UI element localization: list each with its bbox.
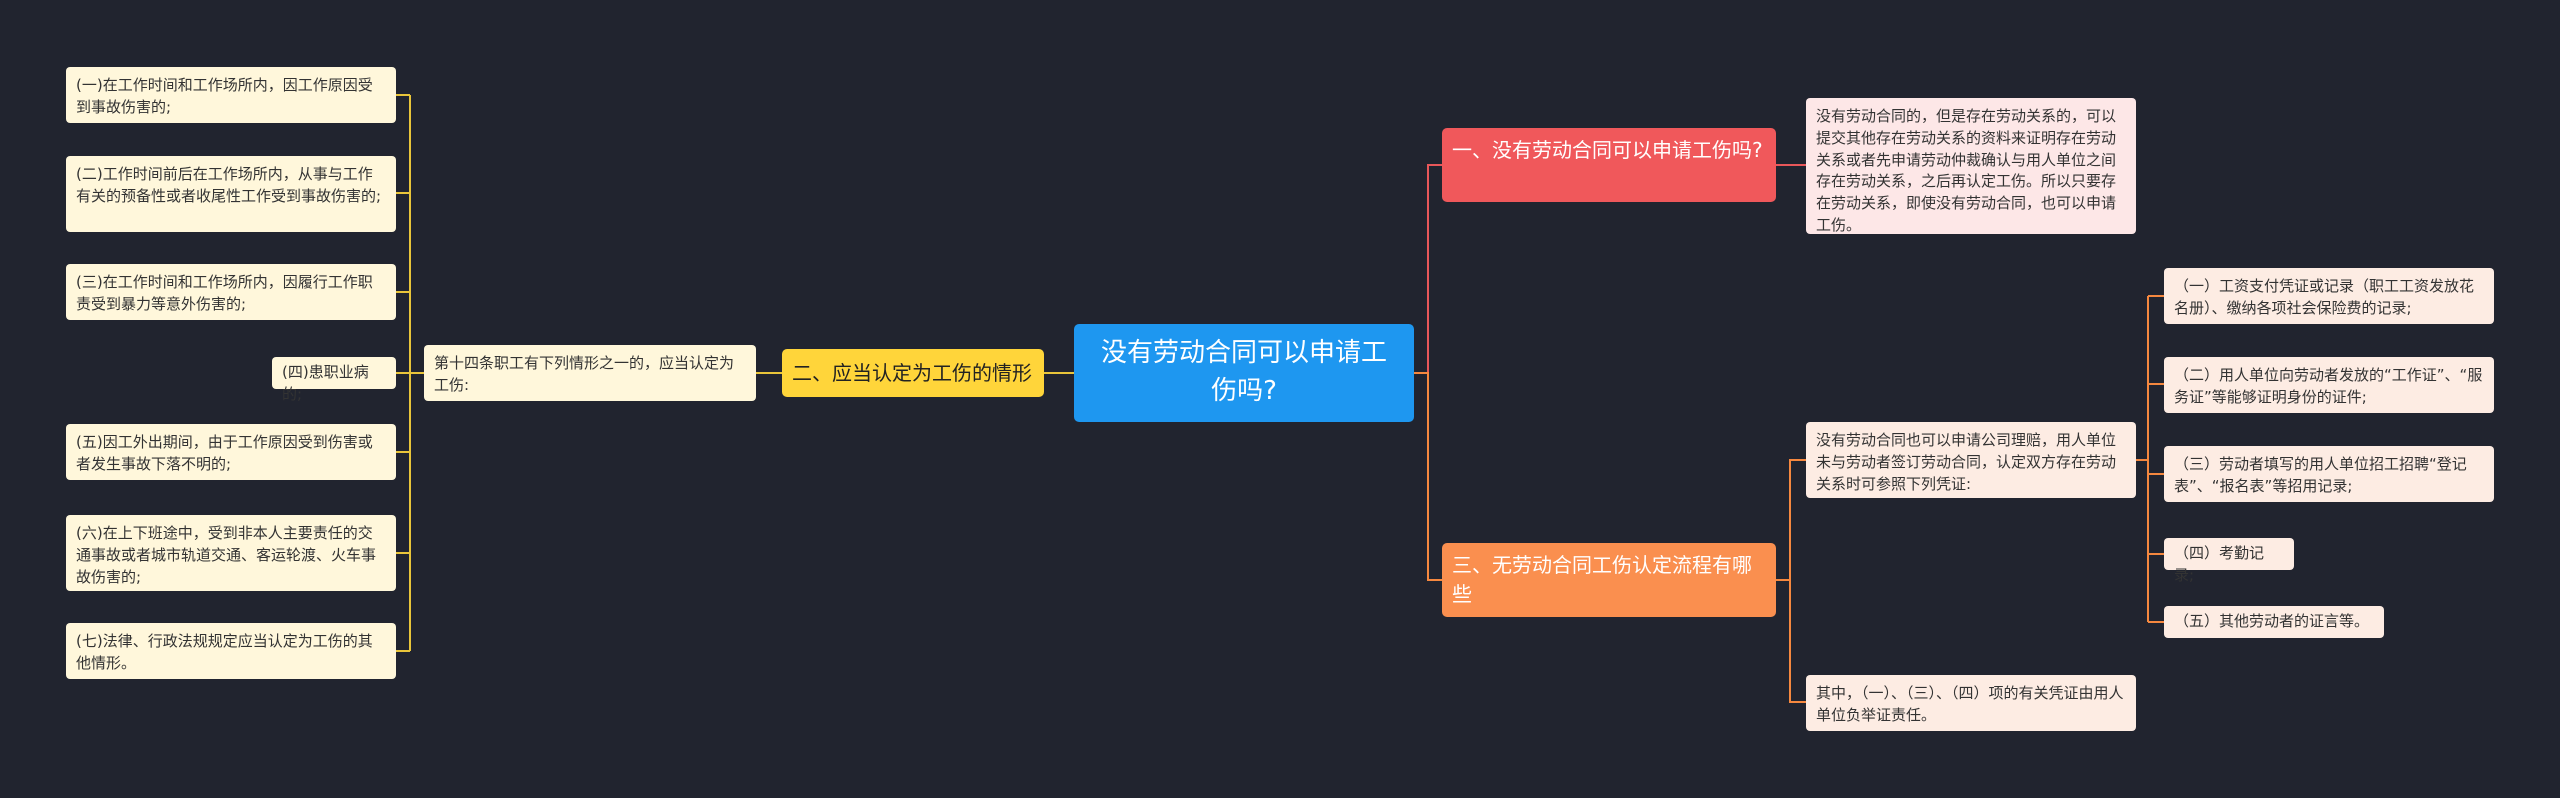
branch-3-item-3-text: （三）劳动者填写的用人单位招工招聘“登记表”、“报名表”等招用记录; [2174,455,2467,495]
branch-2-item-5[interactable]: (五)因工外出期间，由于工作原因受到伤害或者发生事故下落不明的; [66,424,396,480]
branch-2-item-2-text: (二)工作时间前后在工作场所内，从事与工作有关的预备性或者收尾性工作受到事故伤害… [76,165,382,205]
branch-2-item-4[interactable]: (四)患职业病的; [272,357,396,403]
branch-2-item-7[interactable]: (七)法律、行政法规规定应当认定为工伤的其他情形。 [66,623,396,679]
branch-1-label: 一、没有劳动合同可以申请工伤吗? [1452,138,1763,162]
branch-3-item-5-text: （五）其他劳动者的证言等。 [2174,612,2370,630]
branch-3[interactable]: 三、无劳动合同工伤认定流程有哪些 [1442,543,1776,617]
link-mid1-items [2136,295,2164,623]
branch-3-item-5[interactable]: （五）其他劳动者的证言等。 [2164,606,2384,638]
branch-3-label: 三、无劳动合同工伤认定流程有哪些 [1452,553,1752,606]
branch-3-item-4[interactable]: （四）考勤记录; [2164,538,2294,584]
root-topic-label: 没有劳动合同可以申请工伤吗? [1100,338,1387,406]
branch-2-item-1[interactable]: (一)在工作时间和工作场所内，因工作原因受到事故伤害的; [66,67,396,123]
branch-2[interactable]: 二、应当认定为工伤的情形 [782,349,1044,397]
link-root-b3 [1414,372,1442,581]
branch-2-item-4-text: (四)患职业病的; [282,363,369,403]
branch-2-item-6-text: (六)在上下班途中，受到非本人主要责任的交通事故或者城市轨道交通、客运轮渡、火车… [76,524,377,586]
branch-2-item-7-text: (七)法律、行政法规规定应当认定为工伤的其他情形。 [76,632,373,672]
link-b2mid-items [396,94,424,652]
branch-3-item-1-text: （一）工资支付凭证或记录（职工工资发放花名册）、缴纳各项社会保险费的记录; [2174,277,2475,317]
branch-1-leaf-text: 没有劳动合同的，但是存在劳动关系的，可以提交其他存在劳动关系的资料来证明存在劳动… [1816,107,2117,234]
branch-1-leaf[interactable]: 没有劳动合同的，但是存在劳动关系的，可以提交其他存在劳动关系的资料来证明存在劳动… [1806,98,2136,234]
root-topic[interactable]: 没有劳动合同可以申请工伤吗? [1074,324,1414,422]
branch-3-mid2-text: 其中，（一）、（三）、（四）项的有关凭证由用人单位负举证责任。 [1816,684,2124,724]
branch-2-item-2[interactable]: (二)工作时间前后在工作场所内，从事与工作有关的预备性或者收尾性工作受到事故伤害… [66,156,396,232]
branch-3-mid2[interactable]: 其中，（一）、（三）、（四）项的有关凭证由用人单位负举证责任。 [1806,675,2136,731]
branch-2-item-3-text: (三)在工作时间和工作场所内，因履行工作职责受到暴力等意外伤害的; [76,273,373,313]
branch-1[interactable]: 一、没有劳动合同可以申请工伤吗? [1442,128,1776,202]
branch-3-item-4-text: （四）考勤记录; [2174,544,2265,584]
branch-2-item-6[interactable]: (六)在上下班途中，受到非本人主要责任的交通事故或者城市轨道交通、客运轮渡、火车… [66,515,396,591]
link-root-b1 [1414,164,1442,374]
link-b3-mid1 [1776,459,1806,581]
branch-3-item-3[interactable]: （三）劳动者填写的用人单位招工招聘“登记表”、“报名表”等招用记录; [2164,446,2494,502]
link-b3-mid2 [1776,579,1806,703]
branch-3-mid1[interactable]: 没有劳动合同也可以申请公司理赔，用人单位未与劳动者签订劳动合同，认定双方存在劳动… [1806,422,2136,498]
branch-3-item-2[interactable]: （二）用人单位向劳动者发放的“工作证”、“服务证”等能够证明身份的证件; [2164,357,2494,413]
branch-2-item-1-text: (一)在工作时间和工作场所内，因工作原因受到事故伤害的; [76,76,373,116]
branch-2-item-3[interactable]: (三)在工作时间和工作场所内，因履行工作职责受到暴力等意外伤害的; [66,264,396,320]
branch-2-mid-text: 第十四条职工有下列情形之一的，应当认定为工伤: [434,354,735,394]
branch-2-label: 二、应当认定为工伤的情形 [792,360,1032,385]
branch-2-item-5-text: (五)因工外出期间，由于工作原因受到伤害或者发生事故下落不明的; [76,433,373,473]
branch-3-item-2-text: （二）用人单位向劳动者发放的“工作证”、“服务证”等能够证明身份的证件; [2174,366,2483,406]
branch-3-item-1[interactable]: （一）工资支付凭证或记录（职工工资发放花名册）、缴纳各项社会保险费的记录; [2164,268,2494,324]
branch-3-mid1-text: 没有劳动合同也可以申请公司理赔，用人单位未与劳动者签订劳动合同，认定双方存在劳动… [1816,431,2117,493]
branch-2-mid[interactable]: 第十四条职工有下列情形之一的，应当认定为工伤: [424,345,756,401]
